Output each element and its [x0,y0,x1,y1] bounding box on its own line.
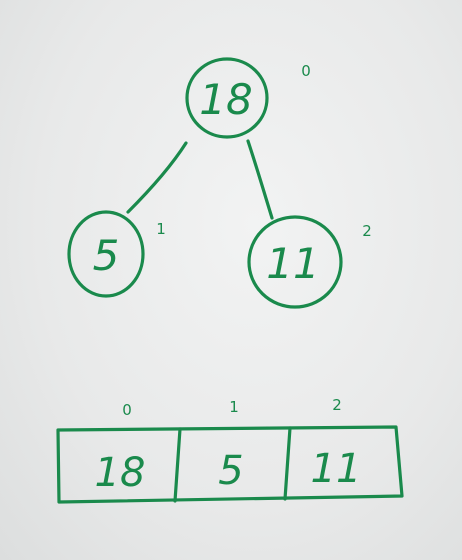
node-value-right: 11 [266,239,319,288]
array-index-1: 1 [229,398,239,416]
node-circle-right [247,215,343,309]
array-cell-1: 5 [218,448,243,494]
edge-root-right [246,139,274,220]
node-value-root: 18 [199,75,252,124]
array-divider-2 [283,426,292,501]
node-value-left: 5 [93,231,120,280]
edge-root-left [126,141,188,214]
node-circle-root [185,57,269,139]
array-box-outline [56,425,404,504]
array-index-2: 2 [332,396,342,414]
array-cell-2: 11 [311,446,362,492]
node-index-right: 2 [362,222,372,240]
node-index-root: 0 [301,62,311,80]
array-divider-1 [173,427,182,503]
array-index-0: 0 [122,401,132,419]
node-circle-left [67,210,145,298]
array-cell-0: 18 [95,450,146,496]
node-index-left: 1 [156,220,166,238]
